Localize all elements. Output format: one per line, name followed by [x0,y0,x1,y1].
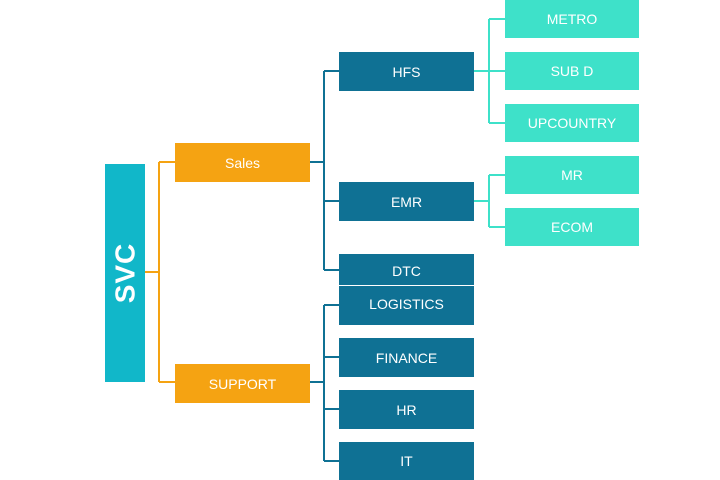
hr-node: HR [339,390,474,429]
logistics-node: LOGISTICS [339,286,474,325]
svc-root-node: SVC [105,164,145,382]
sales-label: Sales [224,154,261,171]
emr-label: EMR [390,193,423,210]
dtc-label: DTC [392,263,421,279]
sales-connectors [310,70,339,271]
dtc-node: DTC [339,254,474,285]
mr-label: MR [561,167,583,183]
upcountry-label: UPCOUNTRY [527,115,617,131]
it-label: IT [400,453,413,469]
root-connectors [145,161,175,383]
sub-d-node: SUB D [505,52,639,90]
hfs-connectors [474,18,505,124]
logistics-label: LOGISTICS [369,296,444,312]
sub-d-label: SUB D [550,63,594,79]
support-label: SUPPORT [208,375,277,392]
hr-label: HR [396,401,417,418]
hfs-label: HFS [392,63,421,80]
finance-label: FINANCE [375,349,438,366]
it-node: IT [339,442,474,480]
sales-node: Sales [175,143,310,182]
emr-connectors [474,174,505,228]
metro-label: METRO [546,11,598,27]
support-connectors [310,304,339,462]
emr-node: EMR [339,182,474,221]
metro-node: METRO [505,0,639,38]
ecom-label: ECOM [551,219,593,235]
finance-node: FINANCE [339,338,474,377]
ecom-node: ECOM [505,208,639,246]
upcountry-node: UPCOUNTRY [505,104,639,142]
hfs-node: HFS [339,52,474,91]
svc-root-label: SVC [109,242,141,304]
mr-node: MR [505,156,639,194]
support-node: SUPPORT [175,364,310,403]
